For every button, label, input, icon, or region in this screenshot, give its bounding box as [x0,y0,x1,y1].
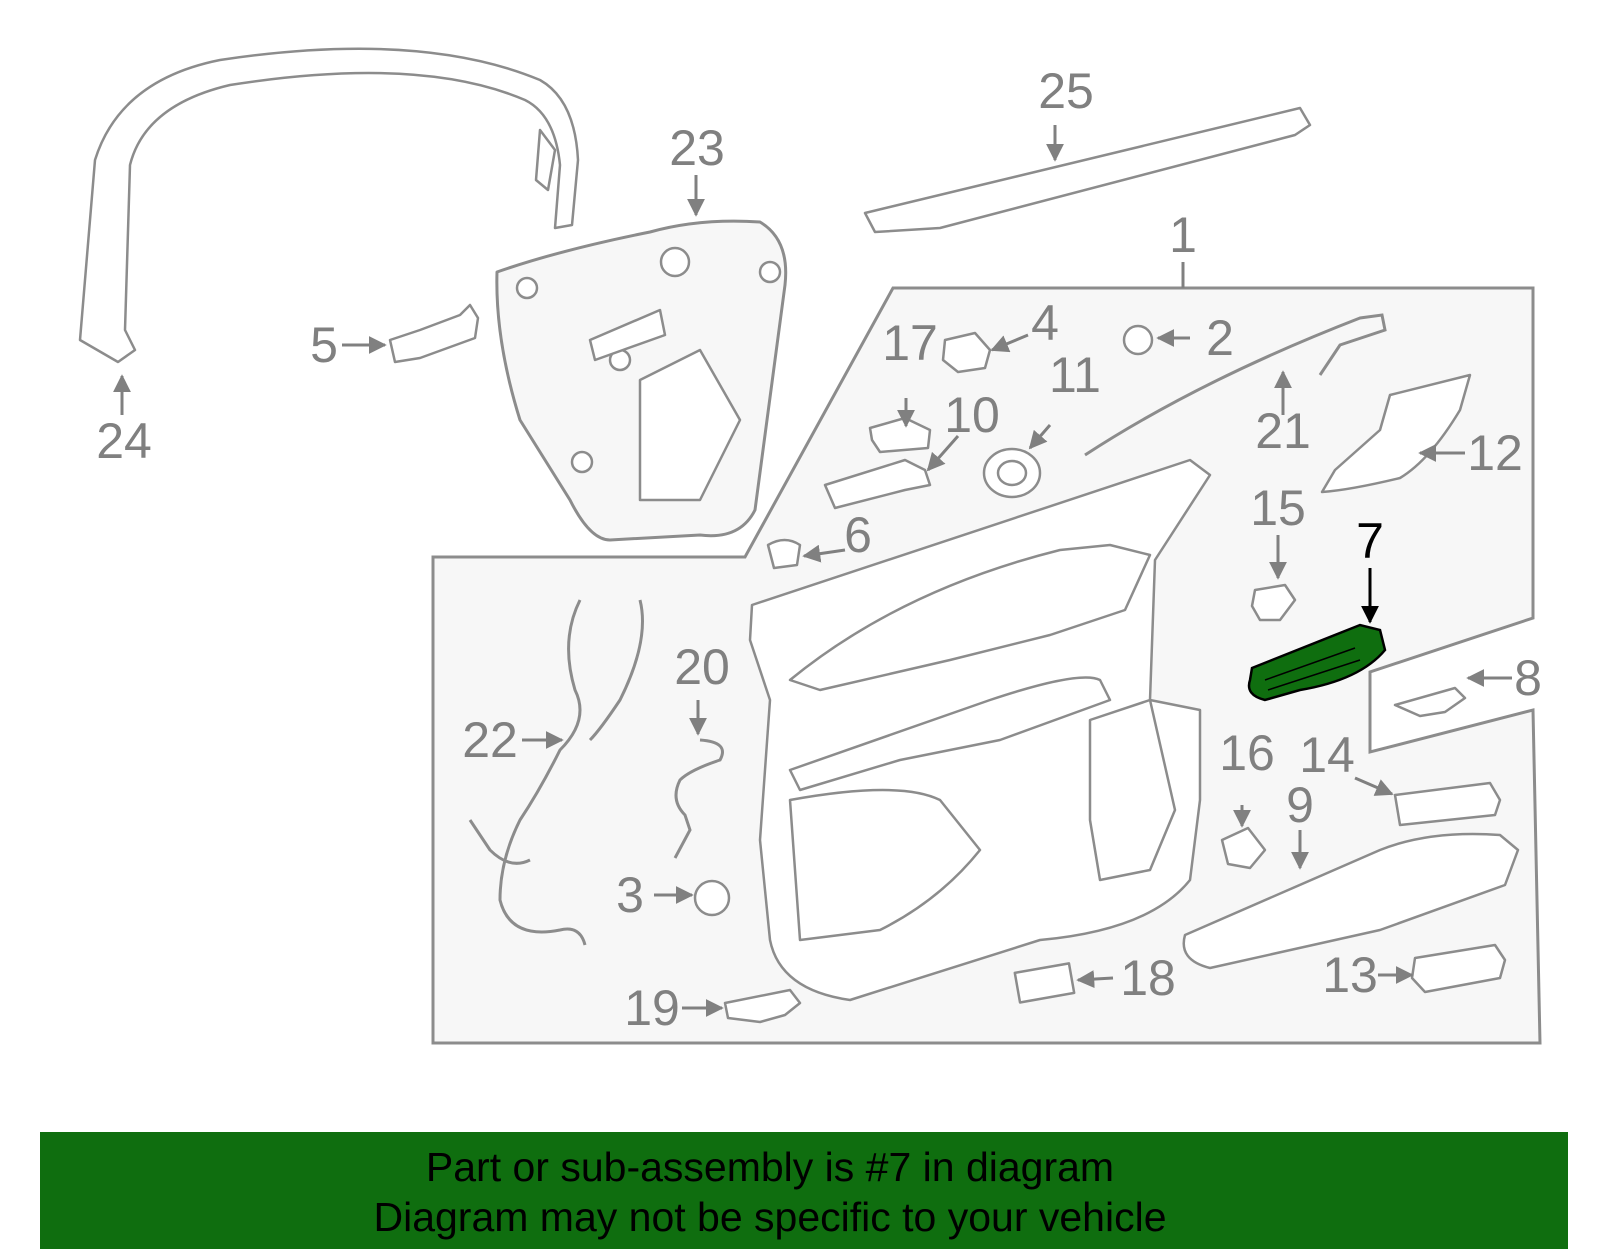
callout-15: 15 [1250,480,1306,536]
callout-11: 11 [1049,347,1101,403]
callout-24: 24 [96,413,152,469]
part-21-cable [1084,313,1387,457]
door-trim-panel [748,458,1212,1002]
callout-1: 1 [1169,207,1197,263]
callout-21: 21 [1255,403,1311,459]
callout-10: 10 [944,387,1000,443]
callout-7: 7 [1356,513,1384,569]
arrow-4 [990,333,1029,353]
arrow-11 [1028,424,1052,450]
callout-18: 18 [1120,950,1176,1006]
callout-3: 3 [616,867,644,923]
callout-2: 2 [1206,310,1234,366]
part-25-weatherstrip [863,106,1312,234]
callout-19: 19 [624,980,680,1036]
part-14-bezel [1393,781,1502,827]
part-24-window-frame [78,47,580,364]
callout-22: 22 [462,712,518,768]
part-15-bracket [1250,583,1297,622]
part-8-cover [1393,686,1467,718]
callout-12: 12 [1467,425,1523,481]
part-7-pull-handle [1247,623,1387,702]
part-18-label [1013,962,1076,1004]
info-banner: Part or sub-assembly is #7 in diagram Di… [40,1132,1568,1249]
arrow-6 [802,544,846,563]
part-4-clip [941,331,992,374]
callout-13: 13 [1322,947,1378,1003]
callout-6: 6 [844,507,872,563]
part-5-bracket [388,303,480,364]
callout-4: 4 [1031,295,1059,351]
callout-8: 8 [1514,650,1542,706]
part-9-armrest [1182,832,1520,970]
callout-17: 17 [882,315,938,371]
arrow-10 [926,435,960,472]
part-22-wiring-harness [468,599,644,946]
callout-25: 25 [1038,63,1094,119]
callout-5: 5 [310,317,338,373]
part-12-trim [1320,373,1472,494]
part-6-pushpin [766,538,802,570]
callout-14: 14 [1299,727,1355,783]
callout-9: 9 [1286,777,1314,833]
part-19-insulator [723,988,802,1024]
part-2-grommet [1122,324,1154,356]
part-10-bezel [823,458,932,510]
banner-text: Part or sub-assembly is #7 in diagram Di… [40,1142,1500,1242]
banner-line-2: Diagram may not be specific to your vehi… [373,1194,1167,1240]
part-11-speaker [982,447,1042,499]
banner-line-1: Part or sub-assembly is #7 in diagram [425,1144,1115,1190]
part-23-deflector [495,219,788,542]
part-20-harness [673,738,724,859]
arrow-14 [1354,776,1394,796]
callout-16: 16 [1219,725,1275,781]
callout-20: 20 [674,639,730,695]
part-3-grommet [693,879,731,917]
part-16-clip [1220,826,1267,870]
arrow-18 [1076,970,1114,989]
callout-23: 23 [669,120,725,176]
